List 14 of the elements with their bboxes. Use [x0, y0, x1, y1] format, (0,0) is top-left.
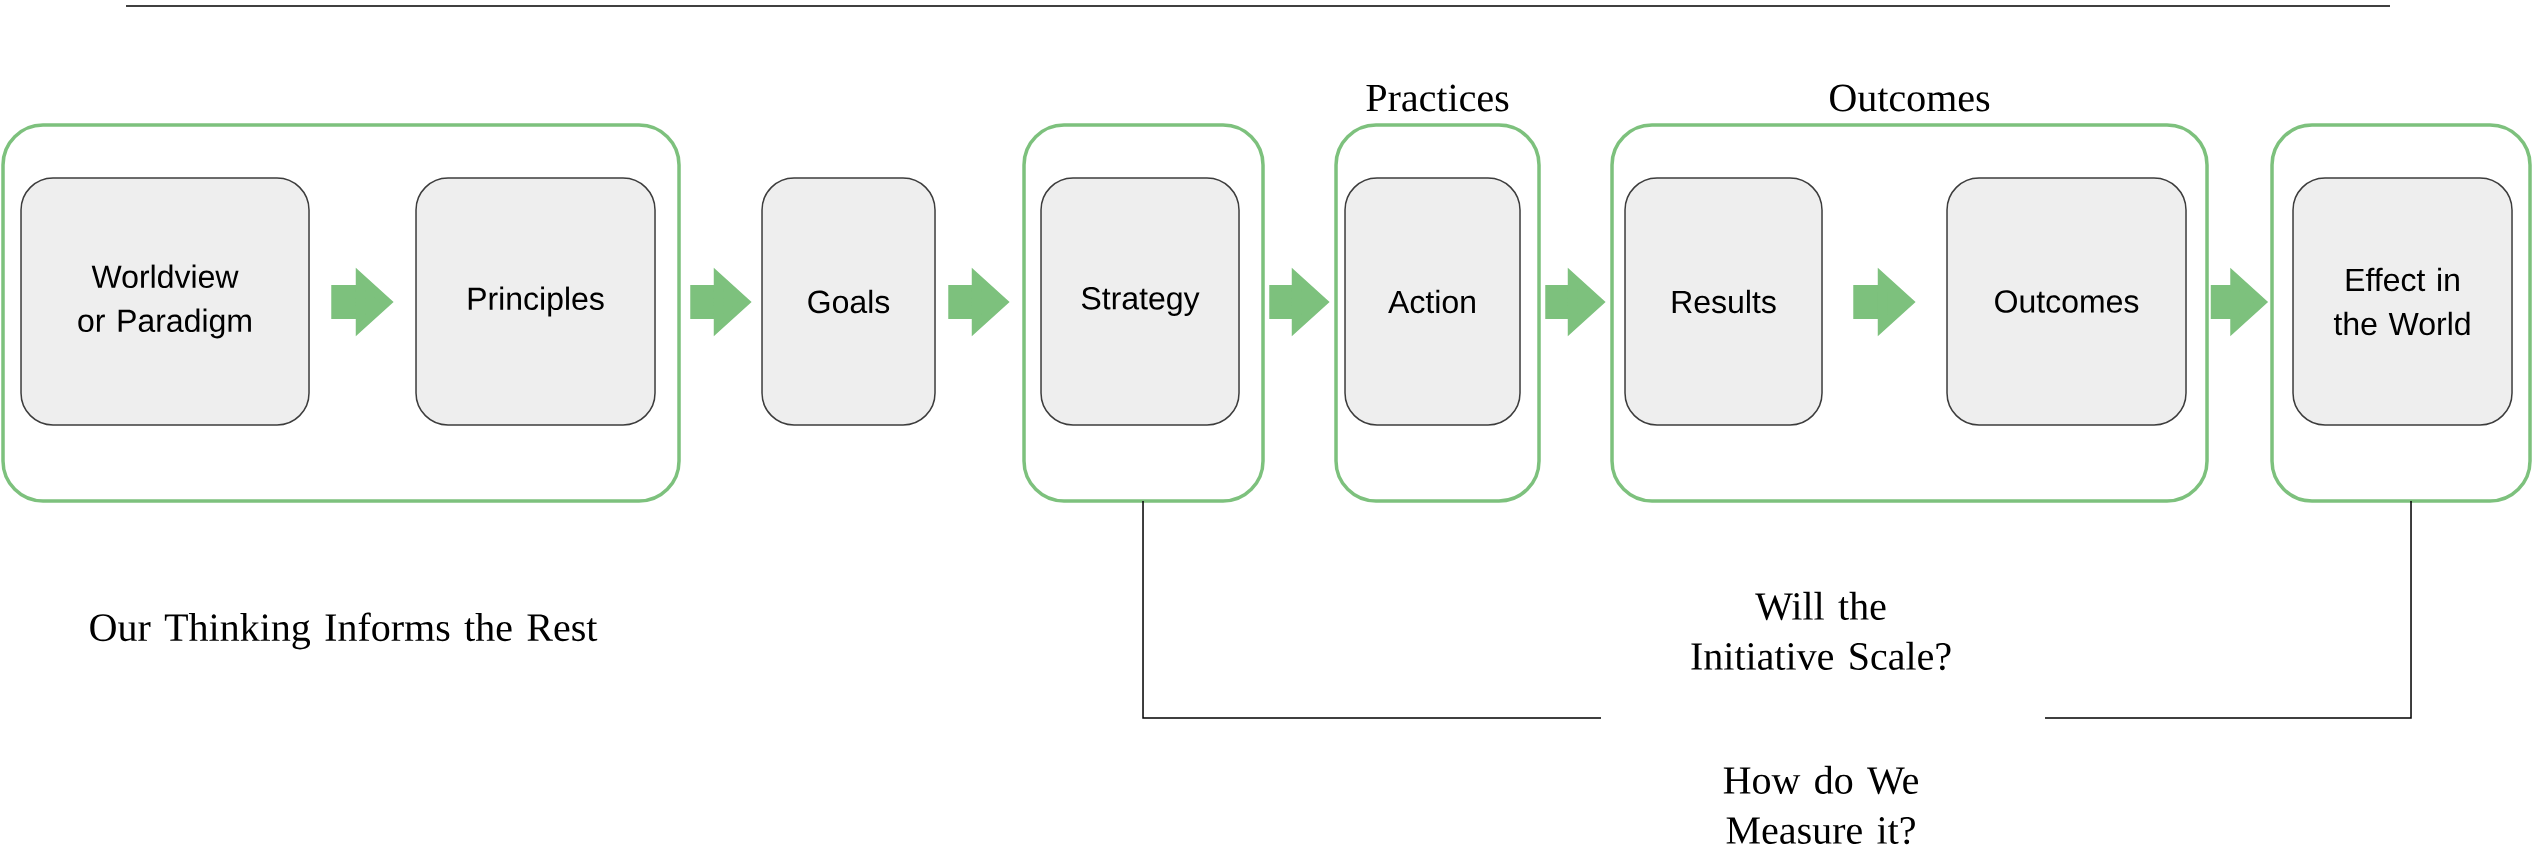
group-frame	[1, 123, 681, 503]
process-box: Action	[1344, 177, 1521, 426]
process-box: Principles	[415, 177, 656, 426]
caption-text: Our Thinking Informs the Rest	[90, 612, 598, 650]
process-box: Outcomes	[1946, 177, 2187, 426]
caption-text: Will the Initiative Scale?	[1691, 591, 1951, 671]
process-box: Worldview or Paradigm	[20, 177, 310, 426]
process-box: Results	[1624, 177, 1823, 426]
process-box: Goals	[761, 177, 936, 426]
caption-text: How do We Measure it?	[1723, 765, 1918, 845]
process-box: Effect in the World	[2292, 177, 2513, 426]
group-frame	[2270, 123, 2532, 503]
process-box: Strategy	[1040, 177, 1240, 426]
group-frame	[1022, 123, 1265, 503]
